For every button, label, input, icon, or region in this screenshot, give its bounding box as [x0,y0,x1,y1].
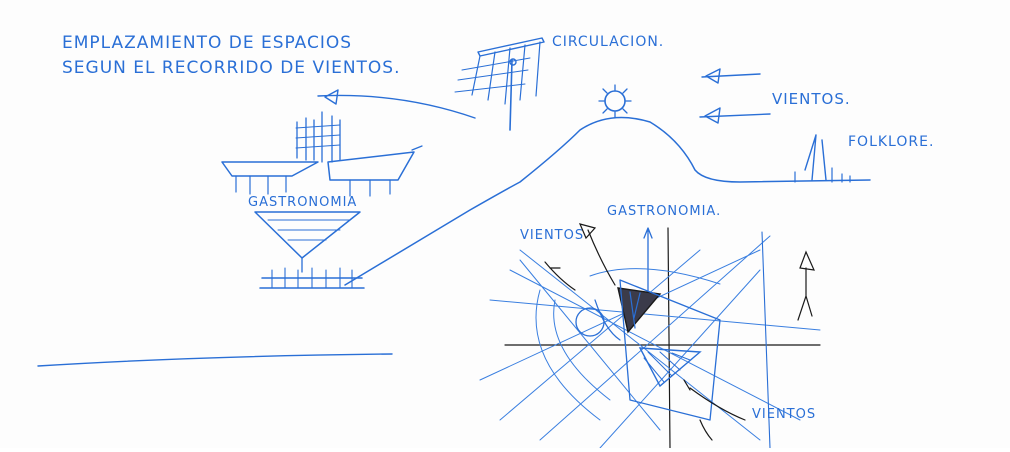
label-vientos-plan-bottom: VIENTOS [752,407,816,422]
label-vientos-top: VIENTOS. [772,90,851,108]
terrain-profile-line [345,118,870,286]
sun-icon [599,85,631,117]
title-line-2: SEGUN EL RECORRIDO DE VIENTOS. [62,58,401,78]
wind-arrow-top-left [318,90,475,118]
wind-arrow-right-upper [702,69,760,83]
ground-line [38,354,392,366]
folklore-stage-sketch [795,135,850,182]
title-line-1: EMPLAZAMIENTO DE ESPACIOS [62,33,352,53]
label-gastronomia-plan: GASTRONOMIA. [607,204,721,219]
label-folklore: FOLKLORE. [848,134,934,150]
wind-arrow-right-lower [700,108,770,123]
label-circulacion: CIRCULACION. [552,34,664,50]
label-gastronomia-left: GASTRONOMIA [248,195,357,210]
label-vientos-plan-left: VIENTOS [520,228,584,243]
